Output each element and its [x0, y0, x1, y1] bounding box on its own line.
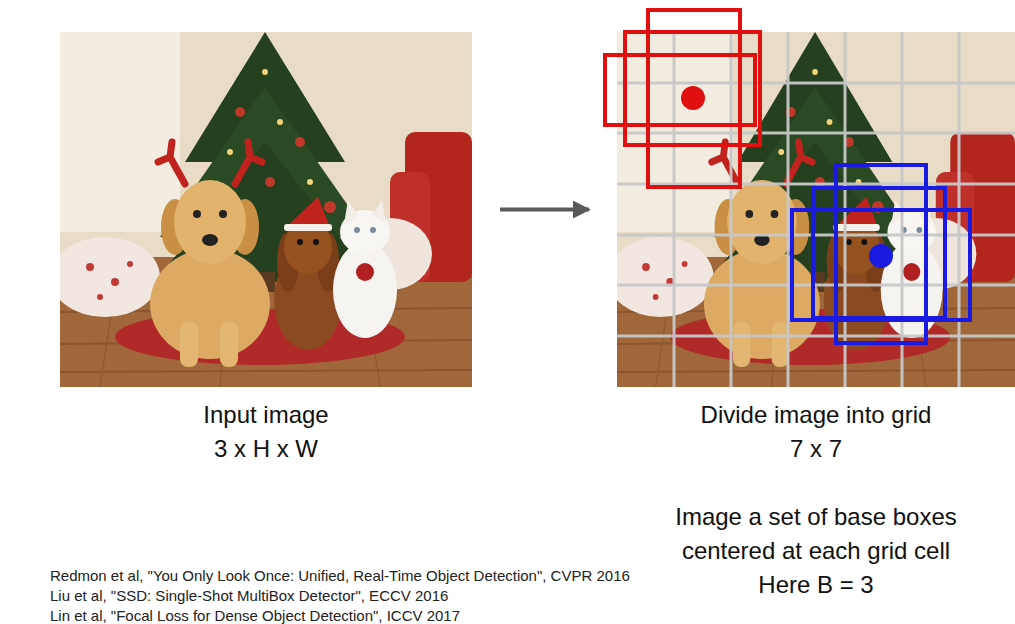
- red-base-boxes-part: [681, 86, 705, 110]
- flow-arrow: [500, 208, 589, 212]
- image-caption: Divide image into grid7 x 7 Image a set o…: [651, 398, 981, 602]
- input-photo: [50, 32, 472, 387]
- grid-lines-part: [673, 32, 676, 387]
- grid-photo-part: [607, 32, 1015, 387]
- reference-citation: Liu et al, "SSD: Single-Shot MultiBox De…: [50, 586, 448, 605]
- caption-text: Input image: [60, 398, 472, 432]
- red-base-boxes: [605, 10, 760, 187]
- image-caption: Input image3 x H x W: [60, 398, 472, 466]
- caption-text: 7 x 7: [651, 432, 981, 466]
- blue-base-boxes-part: [869, 244, 893, 268]
- reference-citation: Redmon et al, "You Only Look Once: Unifi…: [50, 566, 630, 585]
- caption-text: Image a set of base boxes centered at ea…: [651, 500, 981, 568]
- grid-lines-part: [617, 82, 1015, 85]
- grid-lines-part: [617, 335, 1015, 338]
- grid-lines: [617, 32, 1015, 387]
- image-panel: Input image3 x H x W: [60, 32, 472, 387]
- grid-lines-part: [617, 284, 1015, 287]
- grid-lines-part: [787, 32, 790, 387]
- grid-lines-part: [730, 32, 733, 387]
- grid-lines-part: [617, 132, 1015, 135]
- blue-base-boxes-part: [836, 165, 926, 343]
- grid-lines-part: [617, 234, 1015, 237]
- input-photo-part: [50, 32, 472, 387]
- caption-text: Here B = 3: [651, 568, 981, 602]
- caption-text: 3 x H x W: [60, 432, 472, 466]
- grid-photo: [607, 32, 1015, 387]
- image-panel: Divide image into grid7 x 7Image a set o…: [617, 32, 1015, 387]
- red-base-boxes-part: [605, 55, 755, 125]
- blue-base-boxes-part: [792, 210, 970, 320]
- blue-base-boxes: [792, 165, 970, 343]
- red-base-boxes-part: [648, 10, 740, 187]
- reference-citation: Lin et al, "Focal Loss for Dense Object …: [50, 606, 460, 624]
- caption-text: Divide image into grid: [651, 398, 981, 432]
